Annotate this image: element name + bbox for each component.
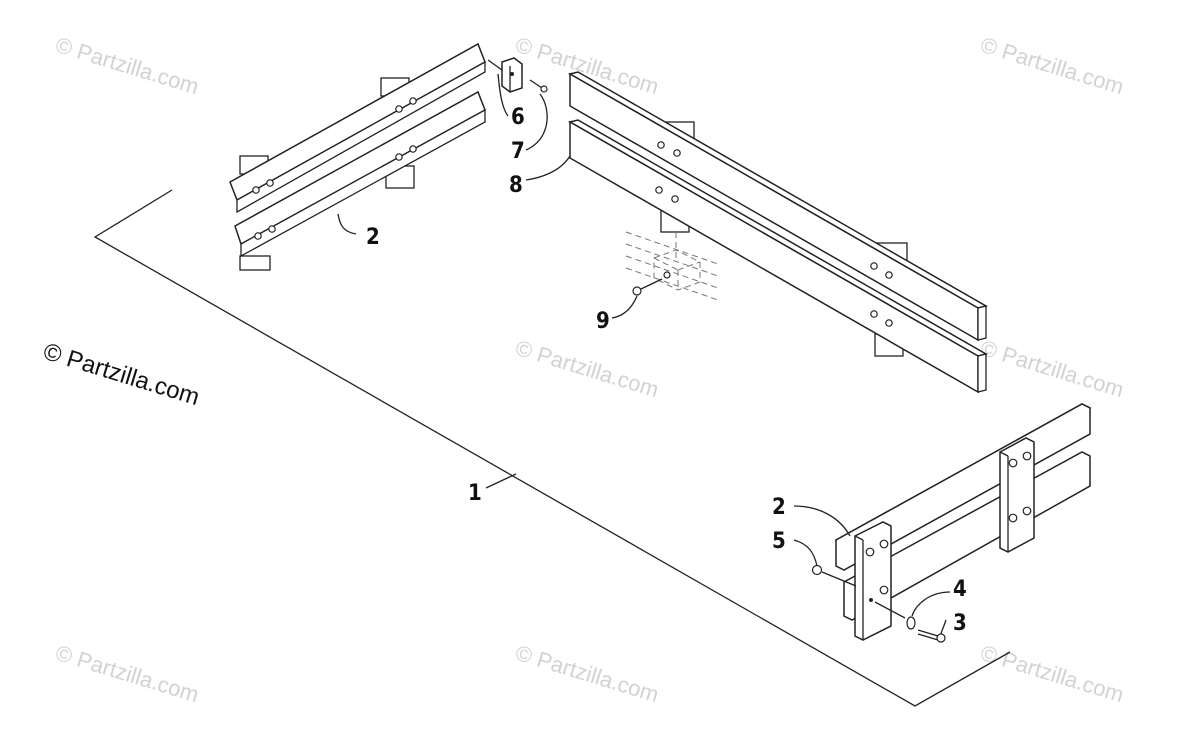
back-rail — [568, 71, 988, 394]
lower-board-top — [568, 119, 988, 357]
bolt — [917, 629, 946, 643]
screw — [529, 79, 548, 93]
leader-lines — [337, 73, 951, 635]
callout-1: 1 — [468, 481, 482, 506]
callout-3: 3 — [953, 611, 967, 636]
leader-2b — [793, 505, 851, 537]
callout-7: 7 — [511, 139, 525, 164]
leader-1 — [485, 473, 517, 489]
corner-bracket — [487, 57, 523, 93]
nut — [811, 564, 857, 587]
leader-5 — [793, 539, 818, 567]
mounting-block — [625, 231, 719, 301]
rail-post — [239, 255, 271, 271]
callout-5: 5 — [772, 529, 786, 554]
leader-2a — [337, 213, 357, 235]
gate-end-plate — [854, 521, 892, 641]
washer — [874, 601, 916, 630]
lower-board-edge — [240, 108, 486, 258]
callout-2: 2 — [772, 495, 786, 520]
leader-3 — [940, 619, 947, 635]
lower-board-end — [977, 353, 987, 393]
floor-panel-outline — [93, 189, 1011, 707]
callout-4: 4 — [953, 577, 967, 602]
upper-board — [569, 72, 979, 342]
leader-4 — [911, 591, 951, 617]
front-gate — [834, 403, 1092, 641]
callout-2: 2 — [366, 225, 380, 250]
upper-board-end — [977, 305, 987, 341]
leader-6 — [497, 73, 509, 117]
callout-9: 9 — [596, 309, 610, 334]
lower-board — [569, 120, 979, 394]
leader-9 — [611, 295, 638, 319]
callout-8: 8 — [509, 173, 523, 198]
left-side-rail — [229, 42, 486, 271]
block-screw — [632, 278, 663, 296]
callout-6: 6 — [511, 105, 525, 130]
leader-7 — [525, 93, 548, 151]
leader-8 — [525, 155, 571, 181]
